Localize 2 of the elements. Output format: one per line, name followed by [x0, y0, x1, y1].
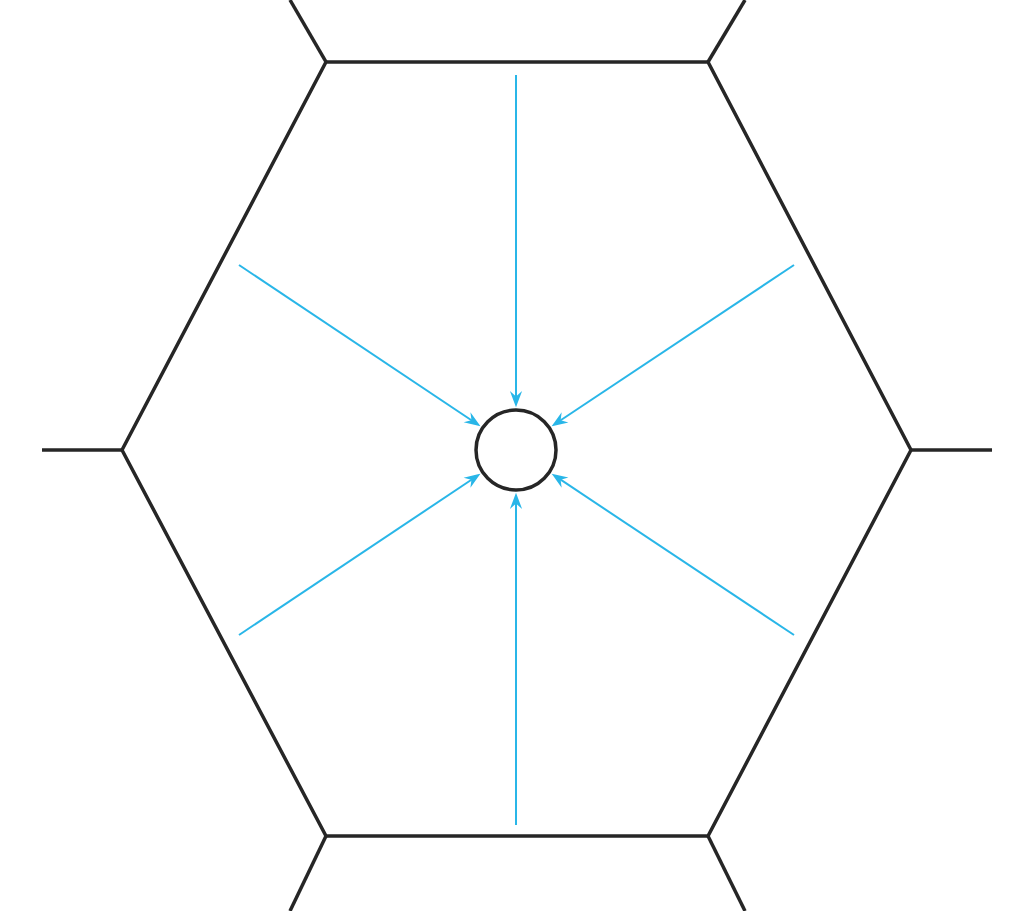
circle — [474, 408, 558, 492]
hexagon-cell-drawing — [42, 0, 992, 911]
